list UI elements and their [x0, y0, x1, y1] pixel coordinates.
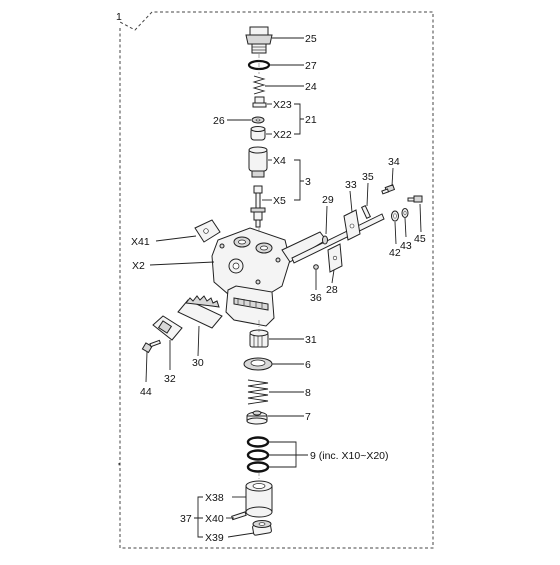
- part-7-seat: [246, 410, 268, 425]
- callout-42: 42: [389, 247, 401, 259]
- callout-33: 33: [345, 179, 357, 191]
- part-29-pin: [322, 235, 328, 245]
- part-43-washer: [401, 208, 409, 218]
- part-42-washer: [391, 210, 399, 222]
- callout-7: 7: [305, 411, 311, 423]
- part-24-spring: [252, 75, 266, 95]
- part-30-rack: [177, 295, 223, 329]
- callout-24: 24: [305, 81, 317, 93]
- callout-3: 3: [305, 176, 311, 188]
- callout-x2: X2: [132, 260, 145, 272]
- part-x39-valve: [252, 520, 272, 536]
- callout-37: 37: [180, 513, 192, 525]
- callout-31: 31: [305, 334, 317, 346]
- callout-x4: X4: [273, 155, 286, 167]
- part-34-screw: [381, 184, 396, 195]
- part-x22-seat: [250, 126, 266, 141]
- callout-32: 32: [164, 373, 176, 385]
- callout-6: 6: [305, 359, 311, 371]
- callout-9: 9 (inc. X10~X20): [310, 450, 389, 462]
- callout-26: 26: [213, 115, 225, 127]
- part-32-guide: [152, 315, 183, 341]
- callout-35: 35: [362, 171, 374, 183]
- callout-34: 34: [388, 156, 400, 168]
- callout-30: 30: [192, 357, 204, 369]
- callout-21: 21: [305, 114, 317, 126]
- callout-28: 28: [326, 284, 338, 296]
- callout-x40: X40: [205, 513, 224, 525]
- callout-x39: X39: [205, 532, 224, 544]
- part-x41-gasket: [194, 219, 221, 243]
- callout-x22: X22: [273, 129, 292, 141]
- callout-44: 44: [140, 386, 152, 398]
- callout-45: 45: [414, 233, 426, 245]
- part-45-bolt: [407, 195, 423, 203]
- callout-x5: X5: [273, 195, 286, 207]
- part-8-spring: [247, 379, 269, 405]
- part-28-plate: [327, 243, 343, 273]
- callout-36: 36: [310, 292, 322, 304]
- bracket-9: [269, 441, 308, 468]
- assembly-number-label: 1: [116, 11, 122, 23]
- part-x23-valve: [252, 96, 267, 108]
- part-44-screw: [141, 339, 162, 354]
- part-x2-housing: [211, 227, 327, 327]
- part-6-collar: [243, 357, 273, 371]
- callout-43: 43: [400, 240, 412, 252]
- part-35-pin: [360, 205, 372, 219]
- part-x38-barrel: [245, 480, 273, 518]
- part-31-gear: [249, 329, 269, 348]
- part-36-clip: [313, 264, 319, 270]
- part-x4-cylinder: [248, 146, 268, 178]
- callout-x23: X23: [273, 99, 292, 111]
- bracket-37: [194, 496, 203, 538]
- callout-25: 25: [305, 33, 317, 45]
- part-x5-plunger: [250, 185, 266, 228]
- part-9-ring-set: [246, 436, 270, 473]
- callout-29: 29: [322, 194, 334, 206]
- callout-27: 27: [305, 60, 317, 72]
- bracket-21: [294, 103, 304, 135]
- part-25-fitting: [245, 26, 273, 54]
- callout-8: 8: [305, 387, 311, 399]
- assembly-frame: [119, 11, 434, 549]
- frame-tick: ': [118, 461, 120, 473]
- bracket-3: [294, 159, 304, 201]
- callout-x41: X41: [131, 236, 150, 248]
- callout-x38: X38: [205, 492, 224, 504]
